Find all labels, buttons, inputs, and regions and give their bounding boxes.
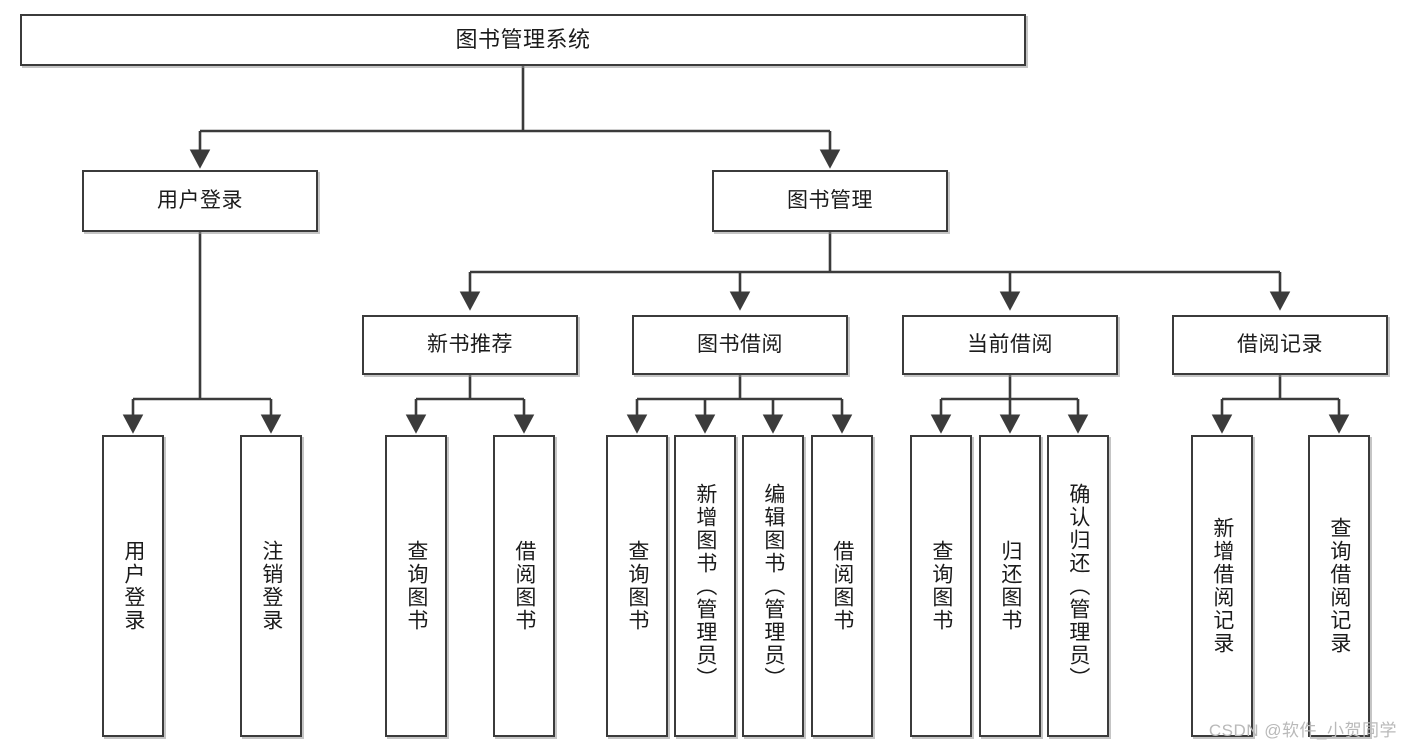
watermark: CSDN @软件_小贺同学 <box>1208 721 1397 740</box>
leaf-query-book-recommend-label: 查询图书 <box>404 540 428 632</box>
leaf-query-borrow-record-label: 查询借阅记录 <box>1327 517 1351 655</box>
leaf-add-book-admin-label: 新增图书（管理员） <box>693 482 717 690</box>
leaf-query-book-label: 查询图书 <box>625 540 649 632</box>
node-new-book-recommend[interactable]: 新书推荐 <box>362 315 578 375</box>
node-borrow-record[interactable]: 借阅记录 <box>1172 315 1388 375</box>
leaf-borrow-book-label: 借阅图书 <box>830 540 854 632</box>
leaf-query-book[interactable]: 查询图书 <box>606 435 668 737</box>
leaf-query-book-current-label: 查询图书 <box>929 540 953 632</box>
leaf-query-book-recommend[interactable]: 查询图书 <box>385 435 447 737</box>
leaf-user-login[interactable]: 用户登录 <box>102 435 164 737</box>
leaf-return-book-label: 归还图书 <box>998 540 1022 632</box>
leaf-logout[interactable]: 注销登录 <box>240 435 302 737</box>
leaf-query-borrow-record[interactable]: 查询借阅记录 <box>1308 435 1370 737</box>
leaf-confirm-return-admin-label: 确认归还（管理员） <box>1066 482 1090 690</box>
leaf-add-borrow-record[interactable]: 新增借阅记录 <box>1191 435 1253 737</box>
leaf-borrow-book[interactable]: 借阅图书 <box>811 435 873 737</box>
leaf-logout-label: 注销登录 <box>259 540 283 632</box>
leaf-query-book-current[interactable]: 查询图书 <box>910 435 972 737</box>
node-borrow-record-label: 借阅记录 <box>1237 332 1323 356</box>
node-current-borrow[interactable]: 当前借阅 <box>902 315 1118 375</box>
leaf-confirm-return-admin[interactable]: 确认归还（管理员） <box>1047 435 1109 737</box>
leaf-add-borrow-record-label: 新增借阅记录 <box>1210 517 1234 655</box>
node-book-management[interactable]: 图书管理 <box>712 170 948 232</box>
leaf-borrow-book-recommend[interactable]: 借阅图书 <box>493 435 555 737</box>
leaf-edit-book-admin-label: 编辑图书（管理员） <box>761 482 785 690</box>
leaf-add-book-admin[interactable]: 新增图书（管理员） <box>674 435 736 737</box>
node-root-label: 图书管理系统 <box>455 27 591 53</box>
node-book-borrow[interactable]: 图书借阅 <box>632 315 848 375</box>
node-book-borrow-label: 图书借阅 <box>697 332 783 356</box>
leaf-edit-book-admin[interactable]: 编辑图书（管理员） <box>742 435 804 737</box>
node-current-borrow-label: 当前借阅 <box>967 332 1053 356</box>
leaf-return-book[interactable]: 归还图书 <box>979 435 1041 737</box>
leaf-borrow-book-recommend-label: 借阅图书 <box>512 540 536 632</box>
leaf-user-login-label: 用户登录 <box>121 540 145 632</box>
node-new-book-recommend-label: 新书推荐 <box>427 332 513 356</box>
node-book-management-label: 图书管理 <box>787 188 873 212</box>
node-user-login[interactable]: 用户登录 <box>82 170 318 232</box>
node-root[interactable]: 图书管理系统 <box>20 14 1026 66</box>
node-user-login-label: 用户登录 <box>157 188 243 212</box>
